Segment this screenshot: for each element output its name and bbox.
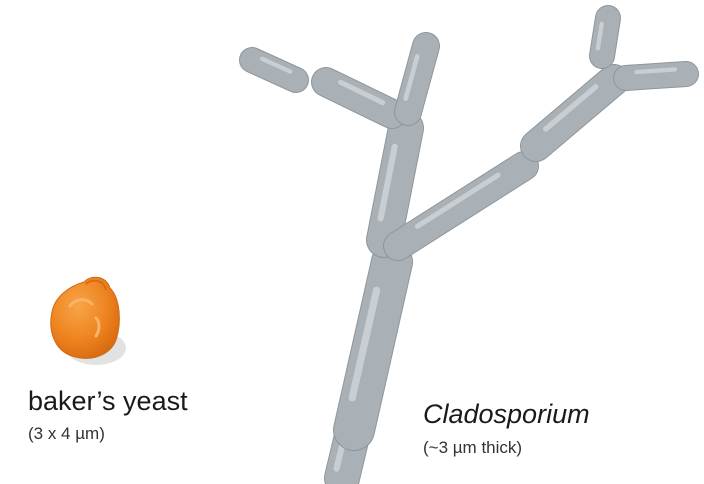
hypha-segment — [520, 64, 630, 162]
hypha-segment — [394, 32, 440, 126]
hypha-segment-highlight — [634, 67, 678, 75]
yeast-size-label: (3 x 4 µm) — [28, 424, 105, 443]
hypha-segment-body — [395, 33, 439, 125]
hypha-segment-body — [367, 111, 423, 257]
hypha-segment — [311, 67, 407, 129]
hypha-segment — [383, 151, 539, 261]
hypha-segment-highlight — [259, 56, 293, 74]
hypha-segment-body — [384, 152, 538, 260]
yeast-highlight — [94, 316, 101, 338]
hypha-segment-highlight — [348, 286, 381, 402]
yeast-body — [50, 276, 120, 359]
hypha-segment-body — [590, 6, 620, 68]
hypha-segment-body — [521, 65, 629, 161]
hypha-segment-body — [334, 242, 412, 450]
hypha-segment-highlight — [595, 21, 604, 51]
cladosporium-name-label: Cladosporium — [423, 399, 590, 429]
hypha-segment — [366, 110, 424, 258]
hypha-segment-body — [614, 62, 698, 90]
hypha-segment-highlight — [414, 172, 501, 229]
cladosporium-hyphae — [239, 5, 699, 484]
hypha-segment — [239, 47, 309, 93]
yeast-bud-scar — [85, 279, 107, 291]
hypha-segment-body — [312, 68, 406, 128]
hypha-segment — [589, 5, 621, 69]
hypha-segment-highlight — [377, 143, 398, 222]
hypha-segment-body — [240, 48, 308, 92]
hypha-segment-highlight — [338, 79, 386, 106]
hypha-segment-highlight — [543, 84, 599, 132]
yeast-name-label: baker’s yeast — [28, 386, 188, 416]
yeast-cell — [50, 276, 126, 365]
hypha-segment — [613, 61, 699, 91]
yeast-highlight — [68, 298, 94, 308]
hypha-segment-highlight — [403, 54, 420, 101]
hypha-segment — [333, 241, 413, 451]
cladosporium-size-label: (~3 µm thick) — [423, 438, 523, 457]
